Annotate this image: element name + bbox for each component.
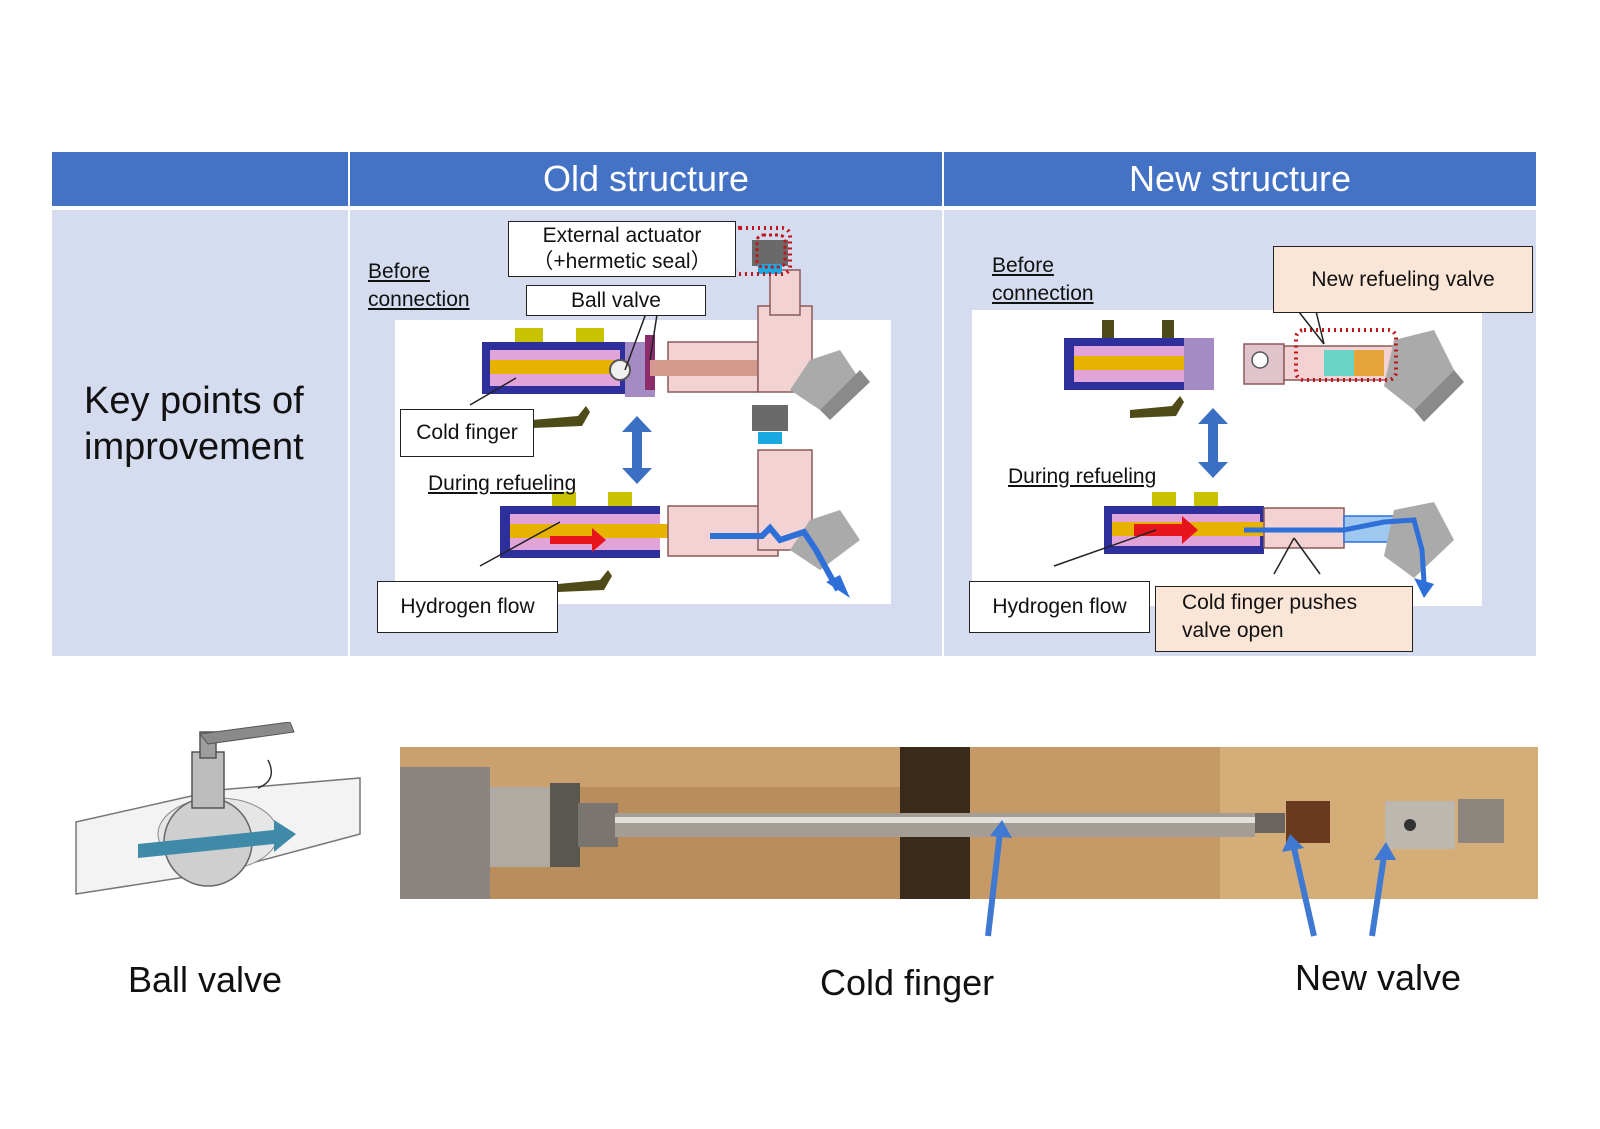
external-actuator-label: External actuator （+hermetic seal） <box>508 221 736 277</box>
cold-finger-label: Cold finger <box>400 409 534 457</box>
row-label: Key points of improvement <box>84 380 304 468</box>
old-hydrogen-flow-arrow <box>710 523 841 592</box>
new-during-refueling-label: During refueling <box>1008 465 1157 488</box>
old-upper-valve-body <box>650 226 870 420</box>
row-label-cell: Key points of improvement <box>52 210 348 656</box>
photo-arrows <box>985 820 1396 937</box>
new-hydrogen-flow-label: Hydrogen flow <box>969 581 1150 633</box>
old-upper-coupler <box>482 328 655 428</box>
old-transition-arrow <box>622 416 652 484</box>
old-before-connection-label: Before connection <box>368 260 470 311</box>
header-new-structure: New structure <box>944 152 1536 206</box>
new-valve-caption: New valve <box>1295 957 1462 998</box>
new-transition-arrow <box>1198 408 1228 478</box>
cold-finger-caption: Cold finger <box>820 962 995 1003</box>
header-blank-cell <box>52 152 348 206</box>
new-refueling-valve-callout: New refueling valve <box>1273 246 1533 313</box>
header-old-structure: Old structure <box>350 152 942 206</box>
old-during-refueling-label: During refueling <box>428 472 577 495</box>
new-before-connection-label: Before connection <box>992 254 1094 305</box>
ball-valve-illustration <box>75 722 361 895</box>
new-hydrogen-flow-arrow <box>1244 517 1427 583</box>
new-upper-valve-body <box>1283 328 1464 422</box>
ball-valve-caption: Ball valve <box>128 959 283 1000</box>
ball-valve-label: Ball valve <box>526 285 706 316</box>
old-hydrogen-flow-label: Hydrogen flow <box>377 581 558 633</box>
cold-finger-photo <box>400 747 1538 899</box>
old-lower-coupler <box>500 405 860 592</box>
new-upper-coupler <box>1064 320 1285 418</box>
cold-finger-pushes-callout: Cold finger pushes valve open <box>1155 586 1413 652</box>
new-structure-drawing <box>1053 302 1464 598</box>
old-structure-drawing <box>469 226 870 598</box>
